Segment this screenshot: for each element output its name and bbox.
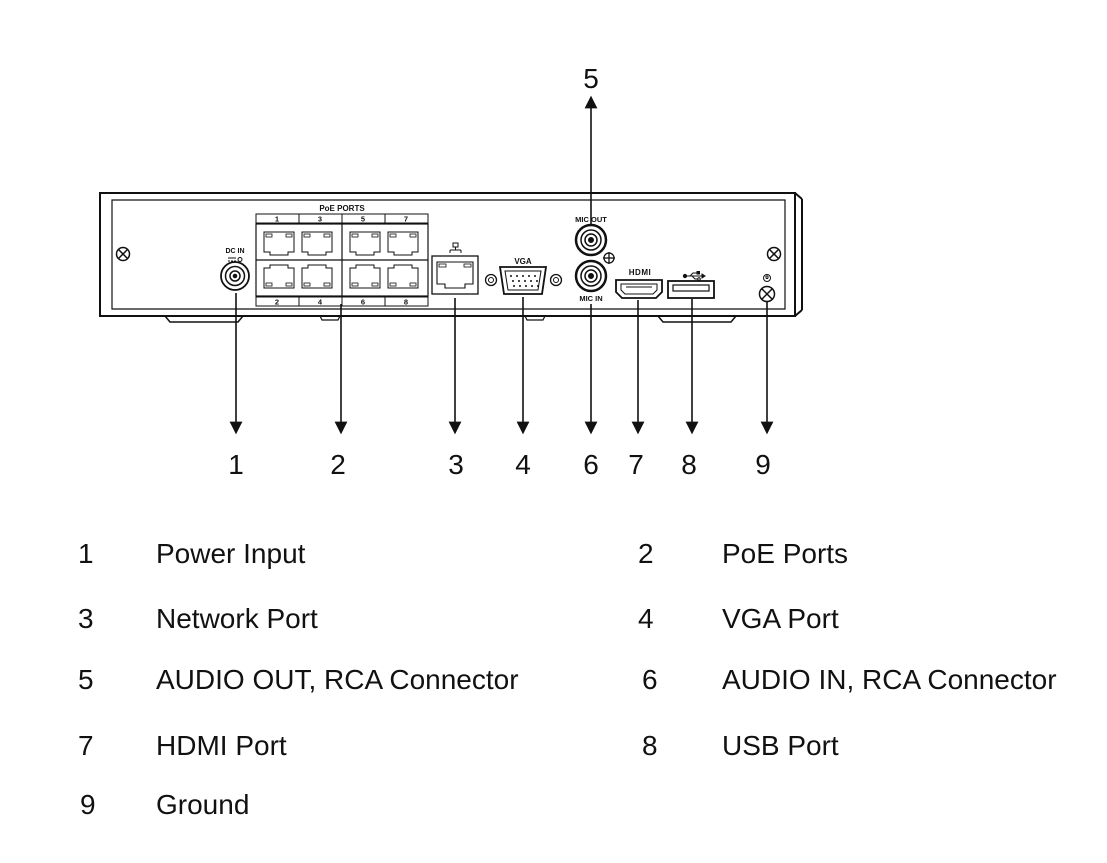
legend-number: 9 [80,789,96,820]
network-symbol-icon [449,242,462,253]
audio-out-connector-icon[interactable] [574,223,608,257]
legend-number: 1 [78,538,94,569]
legend-label: VGA Port [722,603,839,634]
legend-number: 2 [638,538,654,569]
poe-top-number: 1 [275,215,279,224]
left-screw-icon [115,246,131,262]
right-screw-icon [766,246,782,262]
legend-label: Power Input [156,538,306,569]
callout-number-2: 2 [330,449,346,480]
dc-symbol-icon [228,257,243,262]
legend-label: Ground [156,789,250,820]
vga-label: VGA [514,257,532,266]
legend-label: PoE Ports [722,538,849,569]
poe-number-strip-top [255,213,429,224]
legend-label: USB Port [722,730,839,761]
ground-screw-icon[interactable] [758,285,776,303]
legend-label: Network Port [156,603,318,634]
crosshair-icon [603,252,615,264]
dc-in-label: DC IN [225,248,244,255]
callout-number-7: 7 [628,449,644,480]
ground-symbol-icon [763,274,771,282]
legend-label: AUDIO OUT, RCA Connector [156,664,519,695]
callout-number-6: 6 [583,449,599,480]
poe-bottom-number: 4 [318,298,323,307]
legend-label: AUDIO IN, RCA Connector [722,664,1057,695]
usb-port-icon[interactable] [667,280,715,299]
callout-lines [229,95,774,435]
network-port-icon[interactable] [431,255,479,295]
callout-number-1: 1 [228,449,244,480]
power-jack-icon[interactable] [220,261,250,291]
hdmi-port-icon[interactable] [615,279,663,299]
legend-number: 5 [78,664,94,695]
poe-bottom-number: 6 [361,298,365,307]
usb-symbol-icon [682,271,706,281]
legend-label: HDMI Port [156,730,287,761]
poe-bottom-number: 2 [275,298,279,307]
legend-number: 8 [642,730,658,761]
legend-number: 3 [78,603,94,634]
mic-in-label: MIC IN [579,294,602,303]
poe-bottom-number: 8 [404,298,408,307]
poe-top-number: 5 [361,215,365,224]
poe-ports-label: PoE PORTS [319,204,365,213]
callout-number-4: 4 [515,449,531,480]
device-chassis [99,192,803,323]
callout-number-9: 9 [755,449,771,480]
legend-number: 6 [642,664,658,695]
callout-number-3: 3 [448,449,464,480]
rear-panel-diagram: DC IN PoE PORTS 1 3 5 7 [99,63,803,480]
hdmi-label: HDMI [629,268,651,277]
legend-number: 7 [78,730,94,761]
poe-top-number: 7 [404,215,408,224]
legend-number: 4 [638,603,654,634]
callout-number-8: 8 [681,449,697,480]
poe-top-number: 3 [318,215,322,224]
callout-number-5: 5 [583,63,599,94]
audio-in-connector-icon[interactable] [574,259,608,293]
poe-port-block[interactable] [255,223,429,297]
vga-port-icon[interactable] [484,266,563,295]
poe-number-strip-bottom [255,296,429,307]
